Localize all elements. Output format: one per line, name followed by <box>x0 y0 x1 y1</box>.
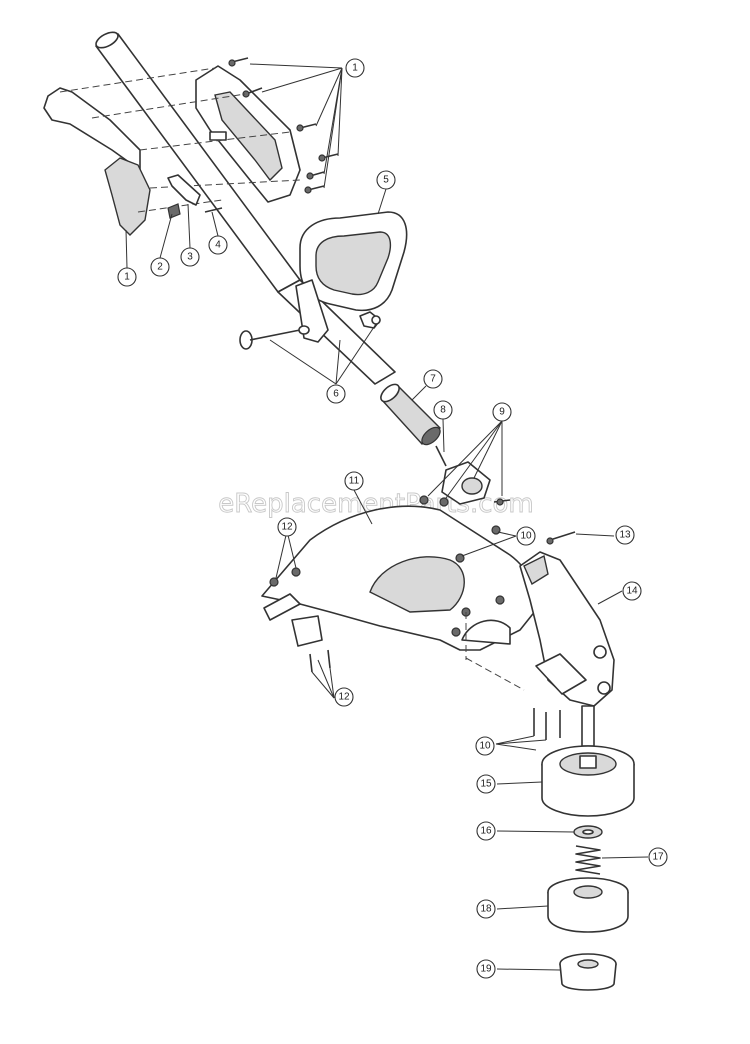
output-shaft <box>581 705 595 747</box>
assist-handle <box>295 211 408 343</box>
callout-4: 4 <box>208 235 228 255</box>
callout-3: 3 <box>180 247 200 267</box>
bump-knob <box>559 953 617 991</box>
svg-text:9: 9 <box>499 407 505 418</box>
callout-16: 16 <box>476 821 496 841</box>
gear-head-screws <box>533 708 561 740</box>
svg-text:10: 10 <box>520 531 532 542</box>
washer <box>573 825 603 839</box>
pin <box>435 445 447 467</box>
callout-14: 14 <box>622 581 642 601</box>
spool <box>547 877 629 933</box>
svg-text:4: 4 <box>215 240 221 251</box>
trigger-assembly <box>167 174 223 219</box>
svg-text:1: 1 <box>352 63 358 74</box>
svg-text:12: 12 <box>281 522 293 533</box>
callout-10-guard: 10 <box>516 526 536 546</box>
callout-18: 18 <box>476 899 496 919</box>
svg-text:1: 1 <box>124 272 130 283</box>
svg-text:10: 10 <box>479 741 491 752</box>
callout-12-bottom: 12 <box>334 687 354 707</box>
svg-text:11: 11 <box>349 476 360 487</box>
guard-alignment-lines <box>465 612 525 691</box>
svg-text:2: 2 <box>157 262 163 273</box>
svg-text:14: 14 <box>626 586 638 597</box>
callout-1-bottom: 1 <box>117 267 137 287</box>
coupler-sleeve <box>380 383 442 446</box>
callout-11: 11 <box>344 471 364 491</box>
svg-text:18: 18 <box>480 904 492 915</box>
svg-text:17: 17 <box>652 852 664 863</box>
spool-housing <box>541 745 635 817</box>
callout-5: 5 <box>376 170 396 190</box>
svg-text:19: 19 <box>480 964 492 975</box>
spring <box>575 845 601 875</box>
svg-text:5: 5 <box>383 175 389 186</box>
callout-9: 9 <box>492 402 512 422</box>
svg-text:6: 6 <box>333 389 339 400</box>
callout-17: 17 <box>648 847 668 867</box>
handle-housing-right <box>195 65 301 203</box>
svg-text:13: 13 <box>619 530 631 541</box>
callout-2: 2 <box>150 257 170 277</box>
callout-12-top: 12 <box>277 517 297 537</box>
svg-text:7: 7 <box>430 374 436 385</box>
callout-19: 19 <box>476 959 496 979</box>
guard-hardware <box>269 567 331 673</box>
callout-15: 15 <box>476 774 496 794</box>
svg-text:16: 16 <box>480 826 492 837</box>
svg-text:8: 8 <box>440 405 446 416</box>
callout-1-top: 1 <box>345 58 365 78</box>
callout-10-gear-head: 10 <box>475 736 495 756</box>
svg-text:15: 15 <box>480 779 492 790</box>
svg-text:3: 3 <box>187 252 193 263</box>
shaft-clamp <box>419 461 511 507</box>
handle-housing-left <box>43 87 151 236</box>
handle-screws <box>228 57 339 194</box>
svg-text:12: 12 <box>338 692 350 703</box>
gear-head <box>519 531 615 707</box>
assist-handle-bolt <box>239 311 381 350</box>
callout-8: 8 <box>433 400 453 420</box>
callout-7: 7 <box>423 369 443 389</box>
leader-lines <box>125 63 649 971</box>
callout-13: 13 <box>615 525 635 545</box>
callout-6: 6 <box>326 384 346 404</box>
